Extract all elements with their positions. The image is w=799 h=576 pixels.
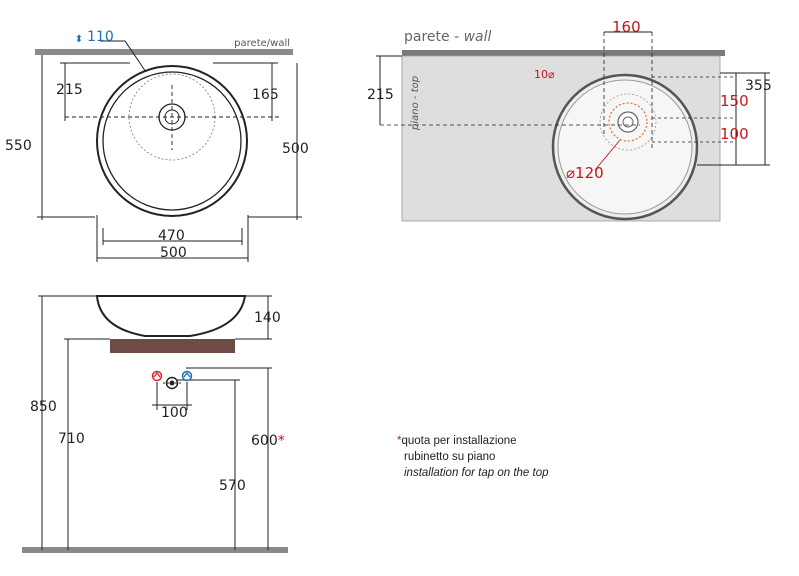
dim-110: 110 [87,29,114,45]
dim-100: 100 [720,125,749,143]
dim-500-horizontal: 500 [160,245,187,261]
dim-570: 570 [219,478,246,494]
plan-view: parete - wall piano - top 160 215 10⌀ 35… [367,18,772,222]
note-line-3: installation for tap on the top [404,467,549,479]
dim-710: 710 [58,431,85,447]
wall-label: parete/wall [234,38,290,49]
dim-165: 165 [252,87,279,103]
dim-150: 150 [720,92,749,110]
hot-tap-arrow-icon [153,371,161,378]
cold-tap-arrow-icon [183,371,191,378]
drain-plan-inner [622,116,634,128]
wall-label-plan: parete - wall [404,29,492,45]
countertop-side [110,339,235,353]
wall-bar-plan [402,50,725,56]
floor-bar [22,547,288,553]
basin-side [95,295,247,337]
dim-160: 160 [612,18,641,36]
arrow-updown-icon: ⬍ [75,34,83,45]
dim-120: ⌀120 [566,164,604,182]
tap-zone-plan [599,93,657,151]
cold-tap-icon [181,370,193,382]
dim-355: 355 [745,78,772,94]
drain-plan [617,111,639,133]
note-line-1: *quota per installazione [397,435,517,447]
dim-10: 10⌀ [534,68,555,81]
dim-850: 850 [30,399,57,415]
leader-110 [100,40,147,73]
dim-600: 600* [251,433,285,449]
dim-140: 140 [254,310,281,326]
dim-500-vertical: 500 [282,141,309,157]
side-view: 850 710 140 600* 570 100 [22,295,288,553]
tap-hole-120 [608,102,648,142]
dim-550: 550 [5,138,32,154]
wall-bar [35,49,293,55]
leader-120 [594,139,621,171]
dim-470: 470 [158,228,185,244]
dim-215: 215 [56,82,83,98]
dim-plan-215: 215 [367,87,394,103]
note-line-2: rubinetto su piano [404,451,495,463]
hot-tap-icon [151,370,163,382]
installation-note: *quota per installazione rubinetto su pi… [397,435,549,479]
basin-plan-inner [557,79,693,215]
dim-100-taps: 100 [161,405,188,421]
top-view: parete/wall ⬍ 110 215 165 550 500 4 [5,29,309,262]
top-label: piano - top [410,76,421,131]
basin-inner-rim [102,71,242,211]
